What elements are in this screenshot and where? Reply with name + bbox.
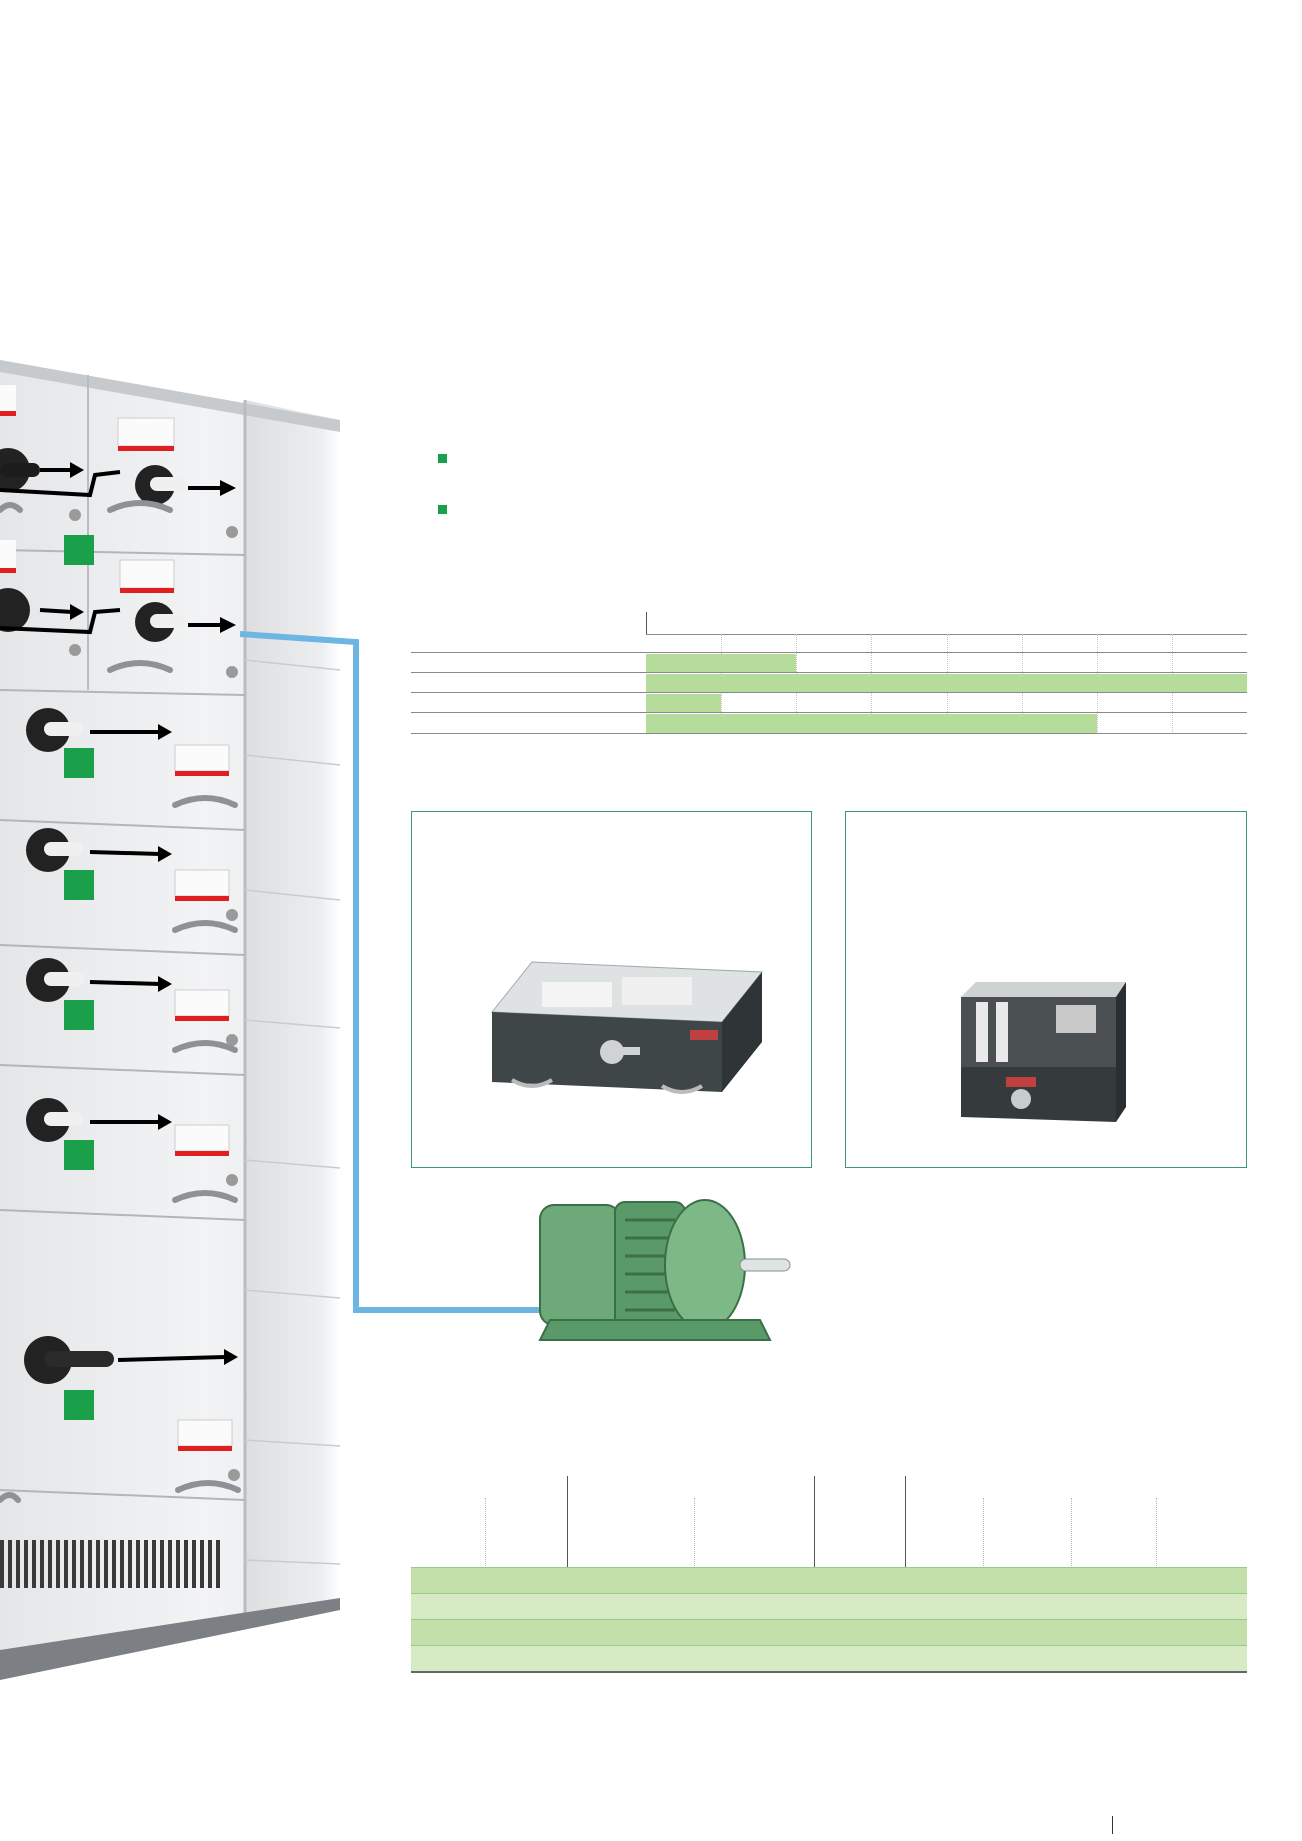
table-row	[411, 1567, 1247, 1593]
table-body	[411, 1567, 1247, 1673]
table-row	[411, 1619, 1247, 1645]
range-bar	[646, 714, 1097, 733]
table-body	[411, 652, 1247, 734]
page-number-divider	[1112, 1816, 1113, 1834]
electric-motor-illustration	[538, 1199, 791, 1341]
table-row	[411, 1593, 1247, 1619]
table-row	[411, 712, 1247, 733]
power-cable-line	[240, 631, 540, 1313]
bullet-icon	[438, 454, 447, 463]
range-bar	[646, 674, 1247, 693]
table-bottom-line	[411, 733, 1247, 734]
table-row	[411, 672, 1247, 693]
switchgear-cabinet-illustration	[0, 360, 341, 1680]
table-row	[411, 692, 1247, 713]
product-frame-drawer	[411, 811, 812, 1168]
withdrawable-drawer-icon	[490, 961, 764, 1094]
range-table	[411, 612, 1247, 736]
data-table	[411, 1476, 1247, 1673]
table-bottom-line	[411, 1671, 1247, 1673]
withdrawable-module-icon	[961, 982, 1126, 1122]
table-row	[411, 652, 1247, 673]
range-bar	[646, 654, 797, 673]
product-frame-module	[845, 811, 1247, 1168]
table-header-line	[646, 634, 1247, 635]
table-header-divider	[646, 612, 647, 634]
range-bar	[646, 694, 722, 713]
table-row	[411, 1645, 1247, 1671]
bullet-icon	[438, 505, 447, 514]
